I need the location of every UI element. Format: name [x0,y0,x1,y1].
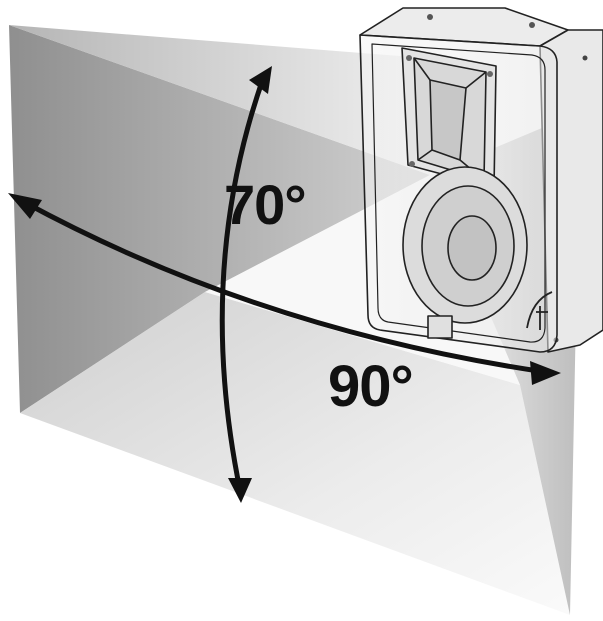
coverage-left-face [9,25,430,413]
coverage-top-face [9,25,450,175]
logo-icon [526,291,553,330]
arrowhead-top [249,66,272,94]
horn-tweeter [401,47,497,189]
woofer [402,166,528,324]
arrowhead-right [530,361,561,385]
speaker-cabinet [359,7,603,353]
arrowhead-left [8,193,42,219]
vertical-angle-label: 70° [224,173,307,236]
horizontal-dispersion-arrow [8,193,561,385]
coverage-bottom-face [20,292,570,615]
arrowhead-bottom [228,478,252,503]
vertical-dispersion-arrow [219,66,272,503]
horizontal-angle-label: 90° [328,354,414,419]
port [427,315,453,339]
